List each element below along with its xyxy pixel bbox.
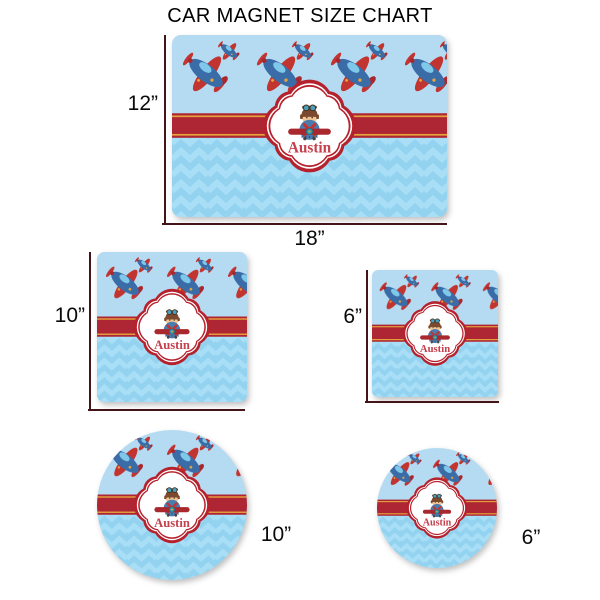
rect-height-label: 12” [127,92,158,115]
rect-width-label: 18” [294,227,325,250]
pilot-boy-emblem [288,104,331,141]
page-title: CAR MAGNET SIZE CHART [167,5,433,27]
square-6-dimension-line-vertical [366,270,368,403]
magnet-square-10: Austin [97,252,247,402]
square-10-dimension-line-horizontal [88,409,245,411]
magnet-rectangle-18x12: Austin [172,35,447,217]
circle-10-size-label: 10” [260,523,292,546]
pilot-boy-emblem [420,318,450,344]
rect-height-dimension-line [164,35,166,224]
magnet-circle-10: Austin [97,430,247,580]
magnet-artwork: Austin [97,430,247,580]
magnet-artwork: Austin [377,448,497,568]
quatrefoil-label: Austin [133,288,211,366]
circle-6-size-label: 6” [521,526,541,549]
quatrefoil-label: Austin [402,301,468,366]
personalization-name: Austin [420,343,450,355]
personalization-name: Austin [423,517,452,528]
quatrefoil-label: Austin [263,79,356,173]
personalization-name: Austin [288,139,332,156]
magnet-square-6: Austin [372,270,498,397]
square-10-size-label: 10” [54,304,85,327]
magnet-artwork: Austin [172,35,447,217]
personalization-name: Austin [154,338,190,352]
square-6-dimension-line-horizontal [365,401,499,403]
rect-width-dimension-line [162,223,447,225]
pilot-boy-emblem [422,493,452,518]
square-10-dimension-line-vertical [89,252,91,411]
quatrefoil-label: Austin [133,466,211,544]
quatrefoil-label: Austin [406,477,468,539]
pilot-boy-emblem [154,309,190,339]
personalization-name: Austin [154,516,190,530]
pilot-boy-emblem [154,487,190,517]
square-6-size-label: 6” [343,305,362,328]
magnet-artwork: Austin [97,252,247,402]
magnet-circle-6: Austin [377,448,497,568]
magnet-artwork: Austin [372,270,498,397]
